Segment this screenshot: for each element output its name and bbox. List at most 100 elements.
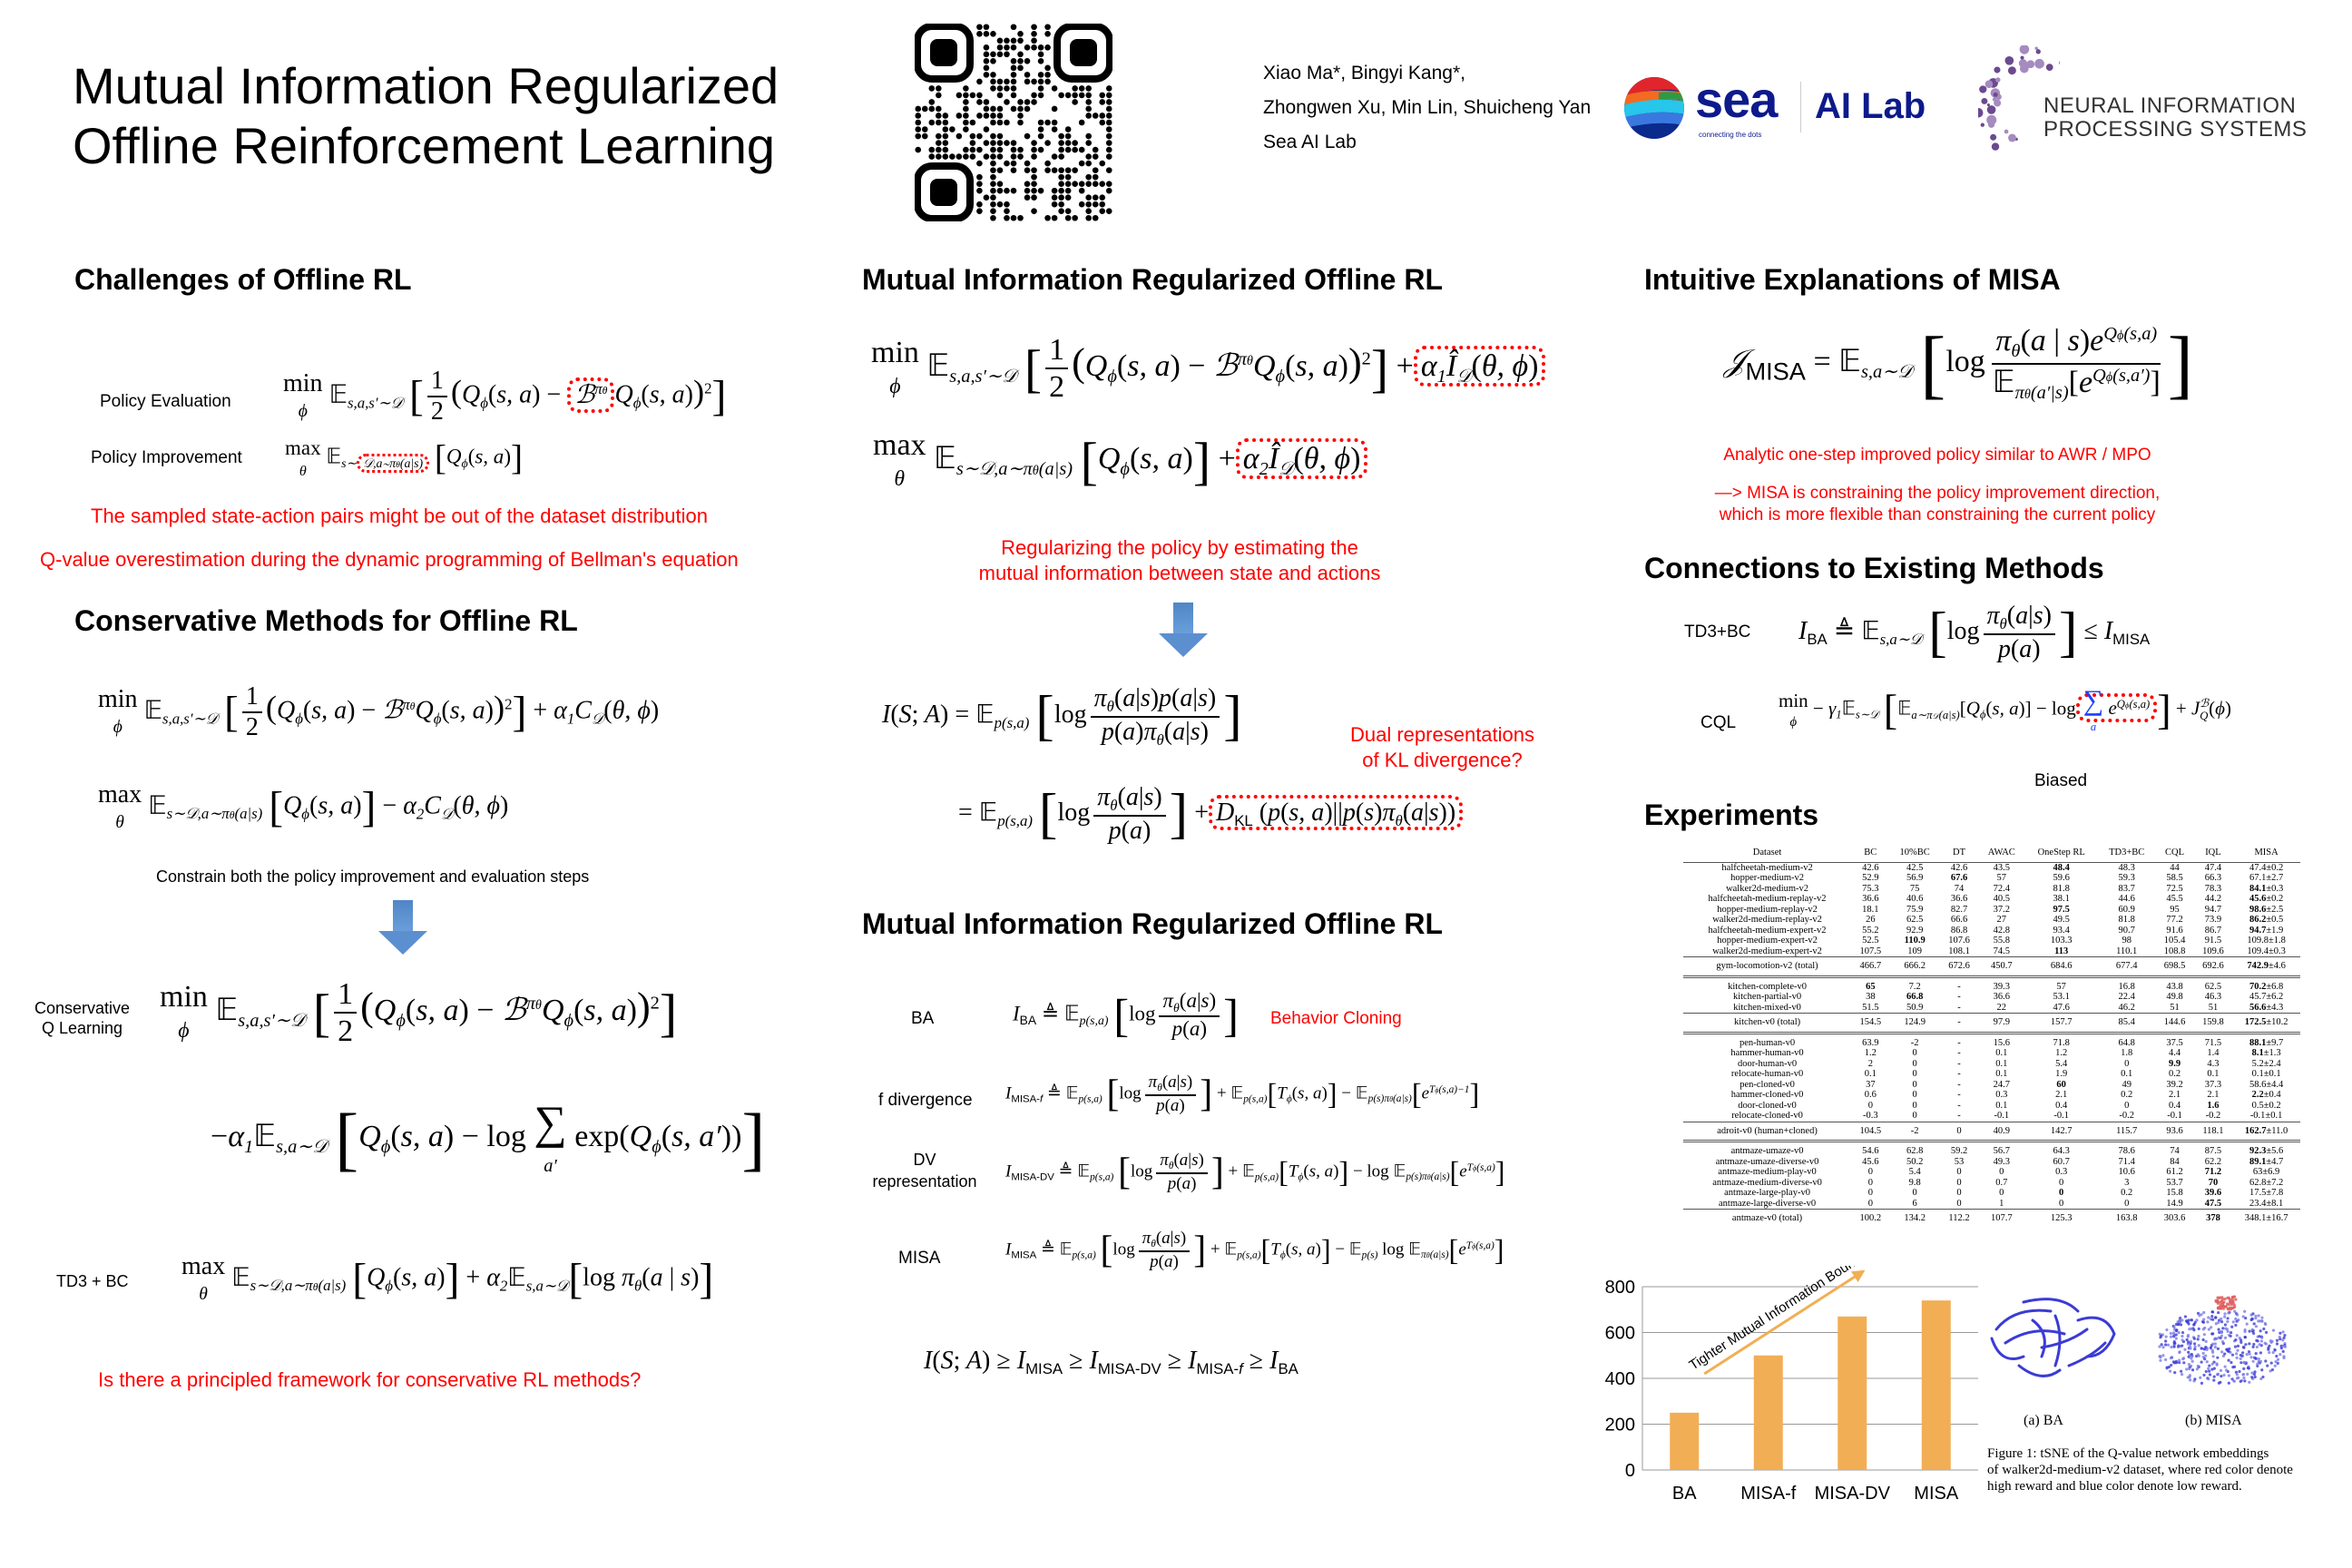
score-cell: 42.6 [1950,862,1968,873]
score-cell: 0 [2124,1198,2130,1209]
tsne-misa-point [2264,1330,2269,1334]
misa-score-cell: 94.7±1.9 [2232,926,2300,936]
qr-dot [963,146,969,153]
qr-dot [1058,201,1064,208]
tsne-misa-point [2180,1318,2184,1322]
qr-dot [1105,140,1112,146]
dataset-cell: antmaze-umaze-diverse-v0 [1715,1156,1819,1167]
tsne-misa-point [2282,1356,2286,1360]
qr-dot [942,140,949,146]
neurips-dots-icon [1978,45,2060,151]
neurips-line-2: PROCESSING SYSTEMS [2043,117,2308,142]
qr-dot [969,153,976,160]
score-cell: 37.5 [2155,1031,2194,1048]
neurips-dot [1984,80,1994,88]
qr-dot [1037,85,1044,92]
score-cell: 107.6 [1948,936,1970,946]
misa-std: ±6.8 [2266,981,2284,992]
qr-dot [969,132,976,140]
tsne-misa-point [2237,1376,2240,1379]
tsne-misa-point [2170,1345,2173,1349]
qr-dot [990,85,996,92]
tsne-misa-point [2281,1344,2285,1348]
qr-dot [928,105,936,113]
tsne-misa-point [2210,1326,2213,1329]
tsne-misa-point [2230,1325,2234,1328]
qr-code-icon[interactable] [914,23,1113,222]
tsne-misa-point [2252,1372,2257,1377]
qr-dot [949,153,956,160]
qr-dot [915,126,922,132]
qr-dot [1099,181,1106,187]
qr-dot [1037,44,1044,51]
misa-std: ±5.6 [2266,1146,2284,1156]
qr-dot [936,140,942,146]
qr-dot [1024,132,1031,140]
score-cell: 112.2 [1939,1209,1979,1228]
qr-dot [928,99,936,105]
tsne-misa-point [2189,1378,2192,1382]
tsne-misa-point [2200,1360,2203,1364]
tsne-misa-point-high [2228,1299,2232,1303]
score-cell: 93.4 [2053,925,2070,936]
score-cell: 67.6 [1950,873,1968,883]
qr-dot [976,132,983,140]
score-cell: 159.8 [2193,1013,2233,1033]
score-cell: -0.1 [1994,1111,2010,1121]
tsne-misa-point [2251,1331,2256,1336]
qr-dot [1024,194,1031,201]
tsne-misa-point [2211,1318,2215,1321]
qr-dot [996,44,1004,51]
qr-dot [1078,201,1085,208]
qr-dot [1105,119,1112,126]
score-cell: 109 [1907,946,1923,956]
score-cell: 144.6 [2155,1013,2194,1033]
score-cell: 0 [1867,1177,1873,1188]
dataset-cell: kitchen-partial-v0 [1732,992,1802,1002]
qr-dot [1010,24,1017,31]
tsne-misa-point [2196,1338,2200,1341]
qr-dot [1051,153,1058,160]
misa-std: ±9.7 [2266,1037,2284,1048]
heading-misa: Mutual Information Regularized Offline R… [862,263,1443,296]
tsne-misa-point [2190,1359,2194,1363]
tsne-misa-point [2231,1320,2235,1324]
dataset-cell: antmaze-medium-diverse-v0 [1712,1177,1822,1188]
qr-dot [1024,44,1031,51]
misa-mean: 0.5 [2251,1100,2264,1111]
tsne-misa-point-high [2221,1307,2226,1310]
tsne-misa-point [2186,1333,2190,1338]
tsne-misa-point [2212,1375,2216,1378]
score-cell: 0 [2124,1100,2130,1111]
tsne-misa-point [2174,1333,2178,1337]
qr-dot [1024,167,1031,173]
qr-dot [1031,187,1037,194]
qr-dot [936,92,942,99]
tsne-misa-point [2171,1331,2176,1335]
score-cell: 71.5 [2193,1031,2233,1048]
tsne-misa-point [2172,1335,2176,1338]
tsne-misa-point [2169,1331,2172,1336]
qr-dot [1064,92,1072,99]
qr-dot [983,140,990,146]
score-cell: 7.2 [1889,975,1940,992]
qr-finder [914,23,974,83]
misa-mean: 94.7 [2249,925,2267,936]
score-cell: 71.2 [2204,1167,2222,1177]
qr-dot [1051,85,1058,92]
tsne-misa-point [2245,1352,2249,1357]
qr-dot [976,113,983,119]
qr-dot [983,24,990,31]
qr-dot [1085,140,1092,146]
tsne-misa-point [2239,1340,2243,1344]
qr-dot [996,140,1004,146]
score-cell: 24.7 [1993,1079,2010,1090]
score-cell: - [1957,1002,1961,1013]
tsne-misa-point [2159,1358,2162,1362]
qr-dot [963,126,969,132]
score-cell: 154.5 [1851,1013,1890,1033]
tsne-misa-point [2201,1338,2205,1342]
